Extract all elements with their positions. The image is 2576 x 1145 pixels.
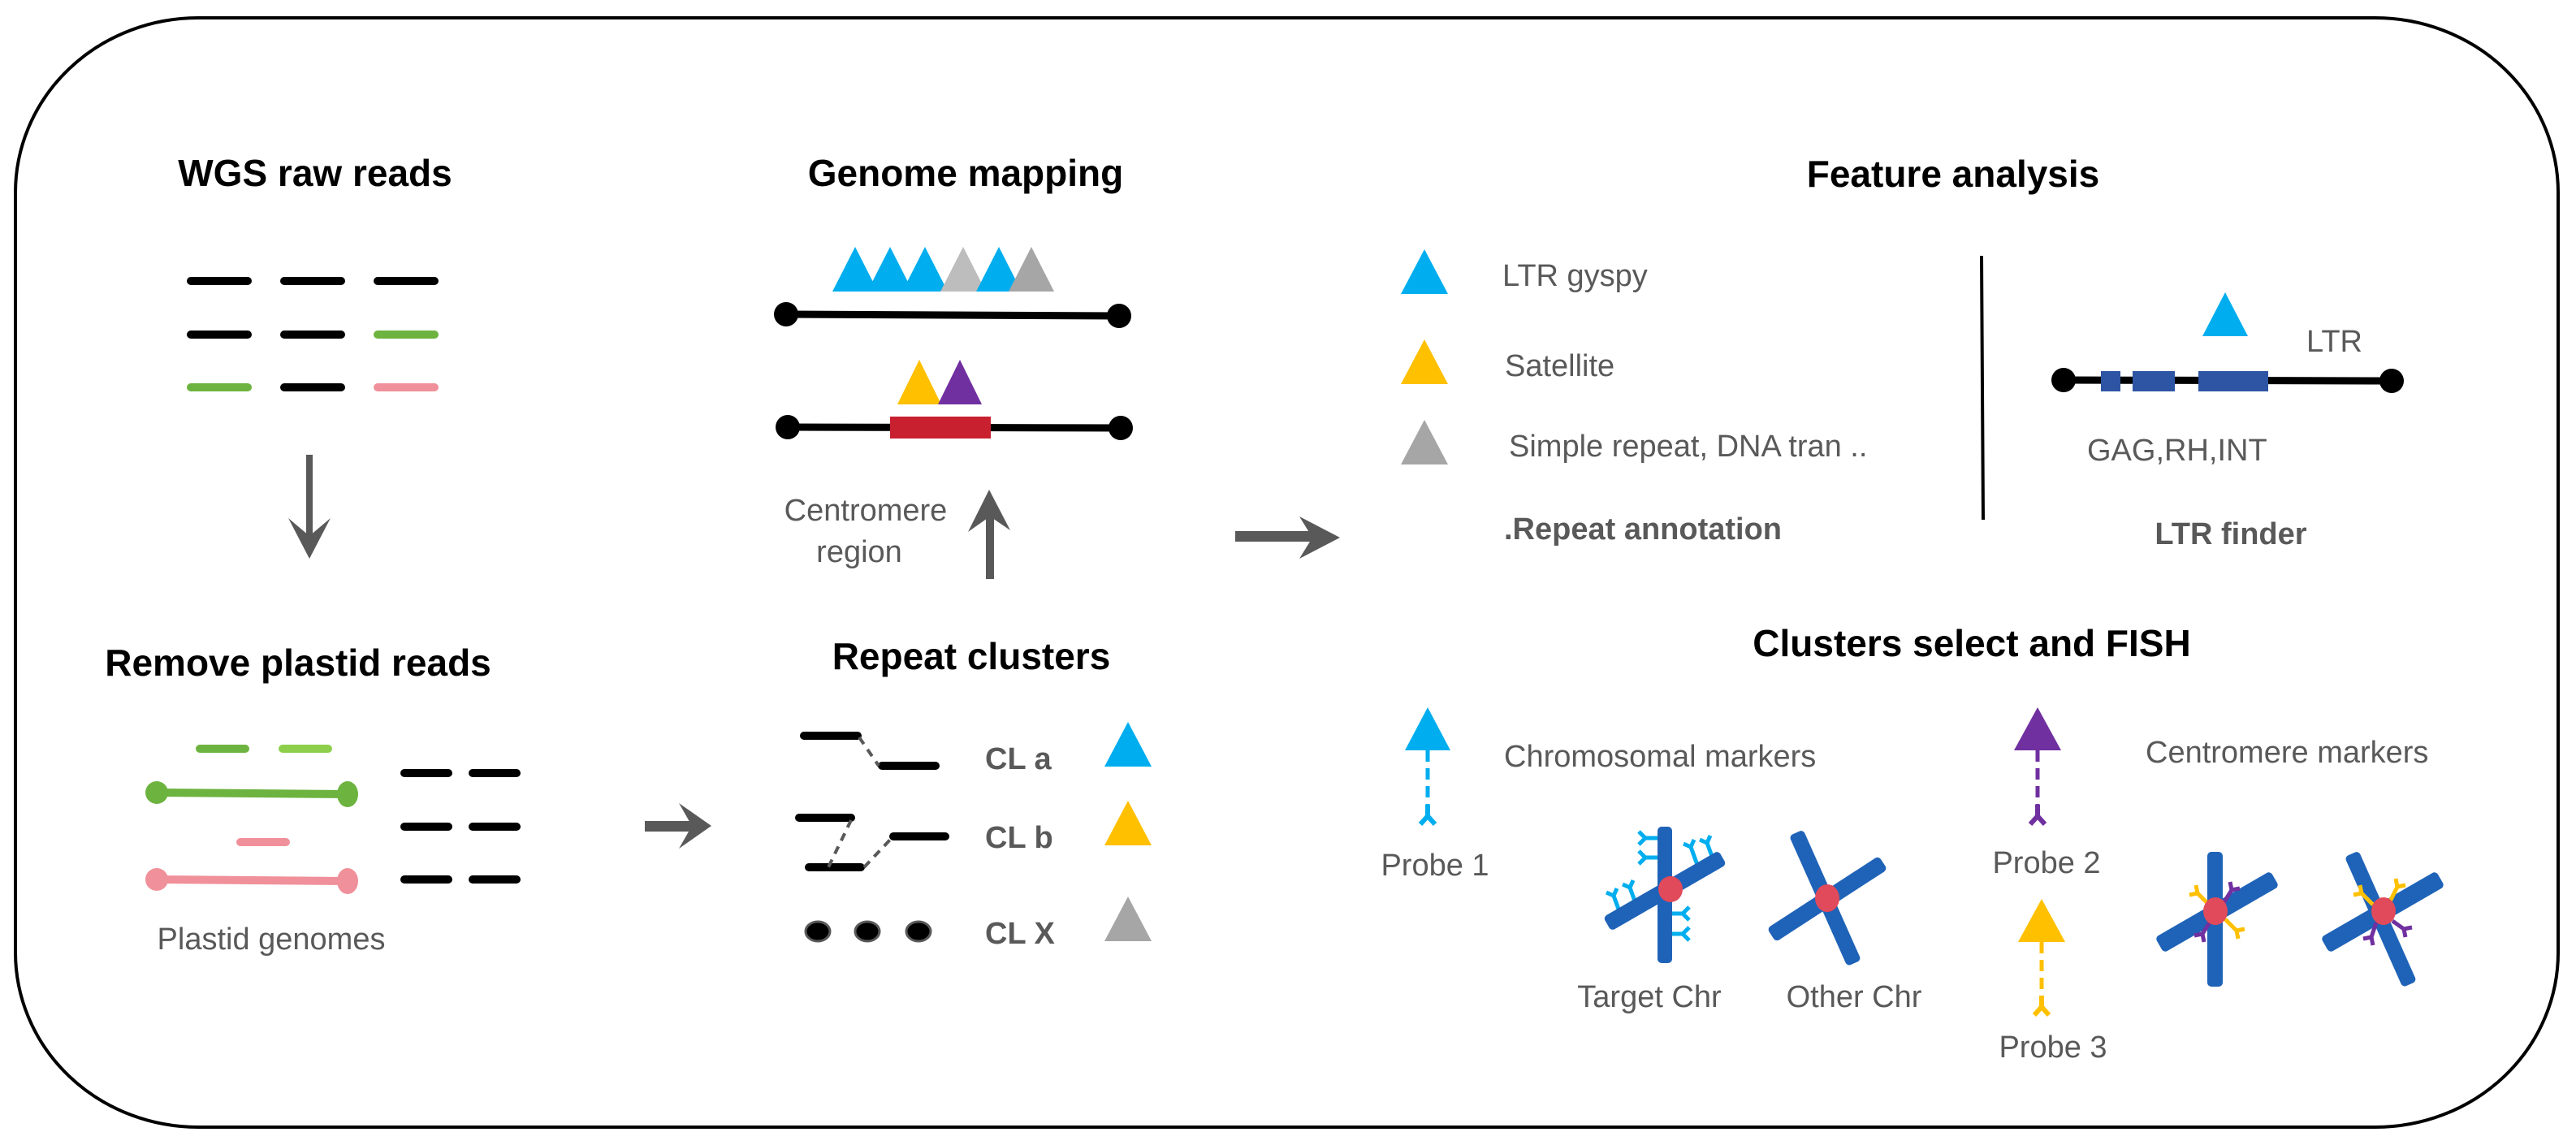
centromere-markers-label: Centromere markers bbox=[2146, 736, 2428, 770]
track1-triangles bbox=[832, 247, 1054, 292]
right-arrow-icon bbox=[1235, 516, 1340, 559]
repeat-triangle-gray bbox=[1009, 247, 1054, 292]
chromosomal-markers-label: Chromosomal markers bbox=[1504, 740, 1816, 774]
cluster-b-reads bbox=[795, 814, 949, 871]
genome-mapping-title: Genome mapping bbox=[808, 152, 1123, 194]
repeat-triangle-blue bbox=[832, 247, 878, 292]
plastid-genomes-label: Plastid genomes bbox=[158, 922, 386, 957]
legend-label: Simple repeat, DNA tran .. bbox=[1509, 430, 1867, 464]
cluster-x-dots bbox=[804, 920, 932, 943]
other-chr-label: Other Chr bbox=[1787, 980, 1922, 1014]
section-genome-mapping: Genome mapping Centromere region bbox=[774, 152, 1133, 579]
repeat-triangle-purple bbox=[938, 360, 982, 404]
section-repeat-clusters: Repeat clusters CL a CL b CL X bbox=[795, 635, 1152, 951]
section-wgs-raw-reads: WGS raw reads bbox=[178, 152, 452, 391]
domains-label: GAG,RH,INT bbox=[2087, 434, 2267, 468]
legend-triangle-icon bbox=[1401, 420, 1448, 464]
probe1-label: Probe 1 bbox=[1381, 849, 1489, 883]
repeat-clusters-title: Repeat clusters bbox=[832, 635, 1111, 677]
up-arrow-icon bbox=[968, 490, 1010, 579]
target-chr-label: Target Chr bbox=[1577, 980, 1722, 1014]
repeat-triangle-blue bbox=[867, 247, 913, 292]
track2-triangles bbox=[897, 360, 982, 404]
repeat-annotation-label: .Repeat annotation bbox=[1504, 512, 1782, 547]
repeat-triangle-light_gray bbox=[940, 247, 986, 292]
legend-triangle-icon bbox=[1401, 249, 1448, 294]
ltr-label: LTR bbox=[2306, 325, 2362, 359]
centromere-chromosome-1 bbox=[2156, 852, 2278, 987]
feature-analysis-title: Feature analysis bbox=[1807, 153, 2100, 195]
outer-frame bbox=[14, 16, 2560, 1129]
probe2-label: Probe 2 bbox=[1992, 846, 2100, 880]
centromere-chromosome-2 bbox=[2322, 852, 2444, 987]
cluster-label: CL a bbox=[985, 742, 1052, 776]
ltr-element-track bbox=[2051, 368, 2404, 393]
cluster-triangle-icon bbox=[1104, 722, 1152, 767]
ltr-domain bbox=[2198, 371, 2268, 391]
wgs-reads-grid bbox=[187, 277, 439, 391]
repeat-triangle-blue bbox=[902, 247, 948, 292]
genome-track-2 bbox=[776, 415, 1133, 440]
remaining-reads bbox=[400, 769, 521, 884]
target-chromosome bbox=[1604, 827, 1726, 963]
plastid-genome-pink bbox=[145, 868, 358, 894]
ltr-finder-label: LTR finder bbox=[2155, 517, 2306, 551]
centromere-label-line2: region bbox=[816, 535, 902, 569]
legend-triangle-icon bbox=[1401, 339, 1448, 384]
cluster-triangle-icon bbox=[1104, 897, 1152, 941]
cluster-a-reads bbox=[800, 732, 940, 770]
centromere-label-line1: Centromere bbox=[784, 494, 948, 528]
probe3-label: Probe 3 bbox=[1999, 1030, 2107, 1065]
down-arrow-icon bbox=[288, 455, 331, 559]
cluster-list: CL a CL b CL X bbox=[985, 722, 1152, 951]
ltr-domain bbox=[2101, 371, 2120, 391]
genome-track-1 bbox=[774, 302, 1131, 328]
section-fish: Clusters select and FISH Chromosomal mar… bbox=[1381, 622, 2444, 1065]
probe2-icon bbox=[2014, 707, 2061, 824]
section-remove-plastid-reads: Remove plastid reads Plastid genomes bbox=[105, 642, 521, 957]
fish-title: Clusters select and FISH bbox=[1753, 622, 2190, 664]
repeat-triangle-blue bbox=[976, 247, 1022, 292]
plastid-genome-green bbox=[145, 781, 358, 807]
remove-plastid-title: Remove plastid reads bbox=[105, 642, 491, 684]
centromere-region-block bbox=[890, 417, 991, 439]
right-arrow-icon bbox=[645, 803, 711, 849]
divider bbox=[1980, 255, 1985, 521]
legend-label: LTR gyspy bbox=[1502, 259, 1648, 293]
probe3-icon bbox=[2018, 899, 2065, 1015]
ltr-triangle-icon bbox=[2202, 292, 2248, 336]
cluster-label: CL b bbox=[985, 821, 1053, 855]
section-feature-analysis: Feature analysis LTR gyspySatelliteSimpl… bbox=[1401, 153, 2404, 551]
cluster-label: CL X bbox=[985, 917, 1056, 951]
cluster-triangle-icon bbox=[1104, 801, 1152, 845]
ltr-domain bbox=[2133, 371, 2175, 391]
probe1-icon bbox=[1405, 707, 1450, 824]
wgs-title: WGS raw reads bbox=[178, 152, 452, 194]
repeat-triangle-yellow bbox=[897, 360, 941, 404]
legend-label: Satellite bbox=[1505, 349, 1614, 383]
other-chromosome bbox=[1768, 831, 1887, 966]
